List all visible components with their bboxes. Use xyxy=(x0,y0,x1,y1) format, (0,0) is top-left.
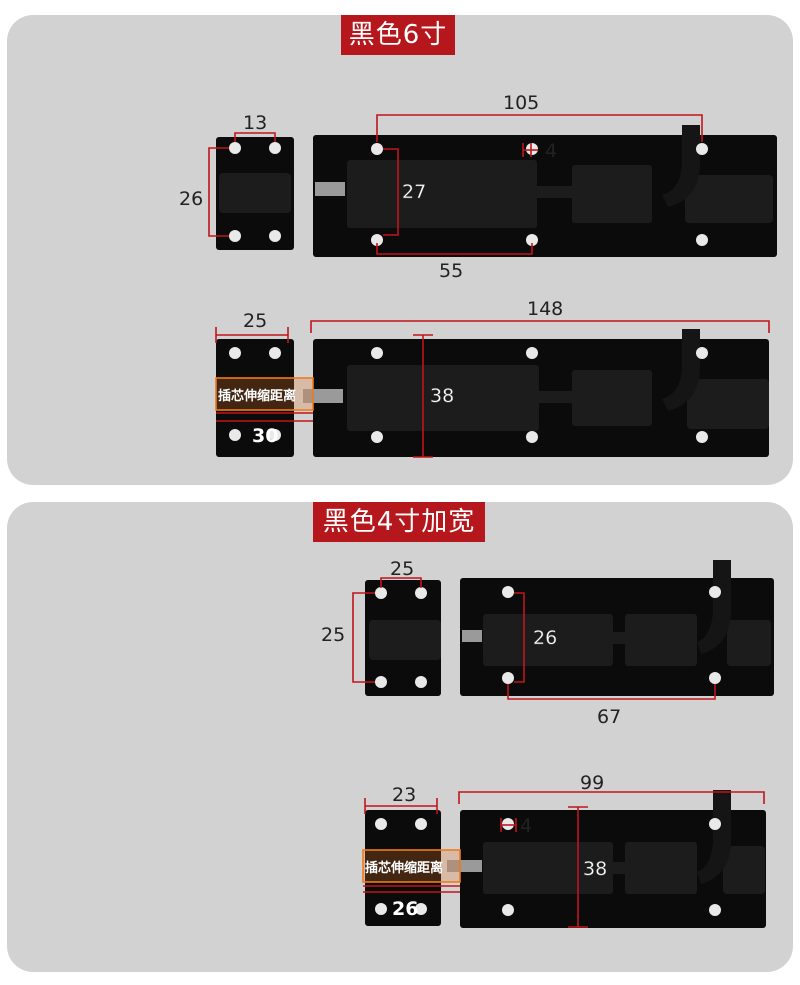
dim-plate-width: 23 xyxy=(392,784,416,806)
bolt-body-top xyxy=(460,560,774,696)
dimension-lines-top xyxy=(208,114,703,255)
latch-diagram-6-inch: 13 26 105 4 27 55 xyxy=(179,92,777,458)
dim-bolt-height: 27 xyxy=(402,181,426,203)
dim-hole-span-top: 105 xyxy=(503,92,539,114)
dim-plate-height: 25 xyxy=(321,624,345,646)
section-black-6-inch: 13 26 105 4 27 55 xyxy=(7,15,793,485)
keeper-plate-top xyxy=(365,580,441,696)
keeper-plate-top xyxy=(216,137,294,250)
dimension-lines-bottom xyxy=(362,791,765,928)
dim-offset-small: 4 xyxy=(520,815,532,837)
dim-hole-span-bottom: 55 xyxy=(439,260,463,282)
dimension-lines-top xyxy=(352,577,716,700)
dim-plate-width: 25 xyxy=(390,558,414,580)
dim-overall-length: 99 xyxy=(580,772,604,794)
stroke-distance-label: 插芯伸缩距离 xyxy=(365,860,443,876)
dim-stroke-value: 26 xyxy=(392,898,418,920)
latch-diagram-4-inch-wide: 25 25 26 67 xyxy=(321,558,774,928)
dim-plate-height: 26 xyxy=(179,188,203,210)
keeper-plate-bottom xyxy=(365,810,441,926)
dim-plate-width: 13 xyxy=(243,112,267,134)
dim-bolt-height: 38 xyxy=(430,385,454,407)
dim-bolt-height: 26 xyxy=(533,627,557,649)
dim-offset-small: 4 xyxy=(545,140,557,162)
section-black-4-inch-wide: 25 25 26 67 xyxy=(7,502,793,972)
dim-plate-width: 25 xyxy=(243,310,267,332)
section-title: 黑色6寸 xyxy=(341,15,455,55)
keeper-plate-bottom xyxy=(216,339,294,457)
dim-overall-length: 148 xyxy=(527,298,563,320)
bolt-body-top xyxy=(313,125,777,257)
bolt-body-bottom xyxy=(447,790,766,928)
bolt-body-bottom xyxy=(303,329,769,457)
dim-bolt-height: 38 xyxy=(583,858,607,880)
dim-hole-span-bottom: 67 xyxy=(597,706,621,728)
dim-stroke-value: 30 xyxy=(252,425,278,447)
dimension-lines-bottom xyxy=(215,320,770,458)
section-title: 黑色4寸加宽 xyxy=(313,502,485,542)
stroke-distance-label: 插芯伸缩距离 xyxy=(218,388,296,404)
